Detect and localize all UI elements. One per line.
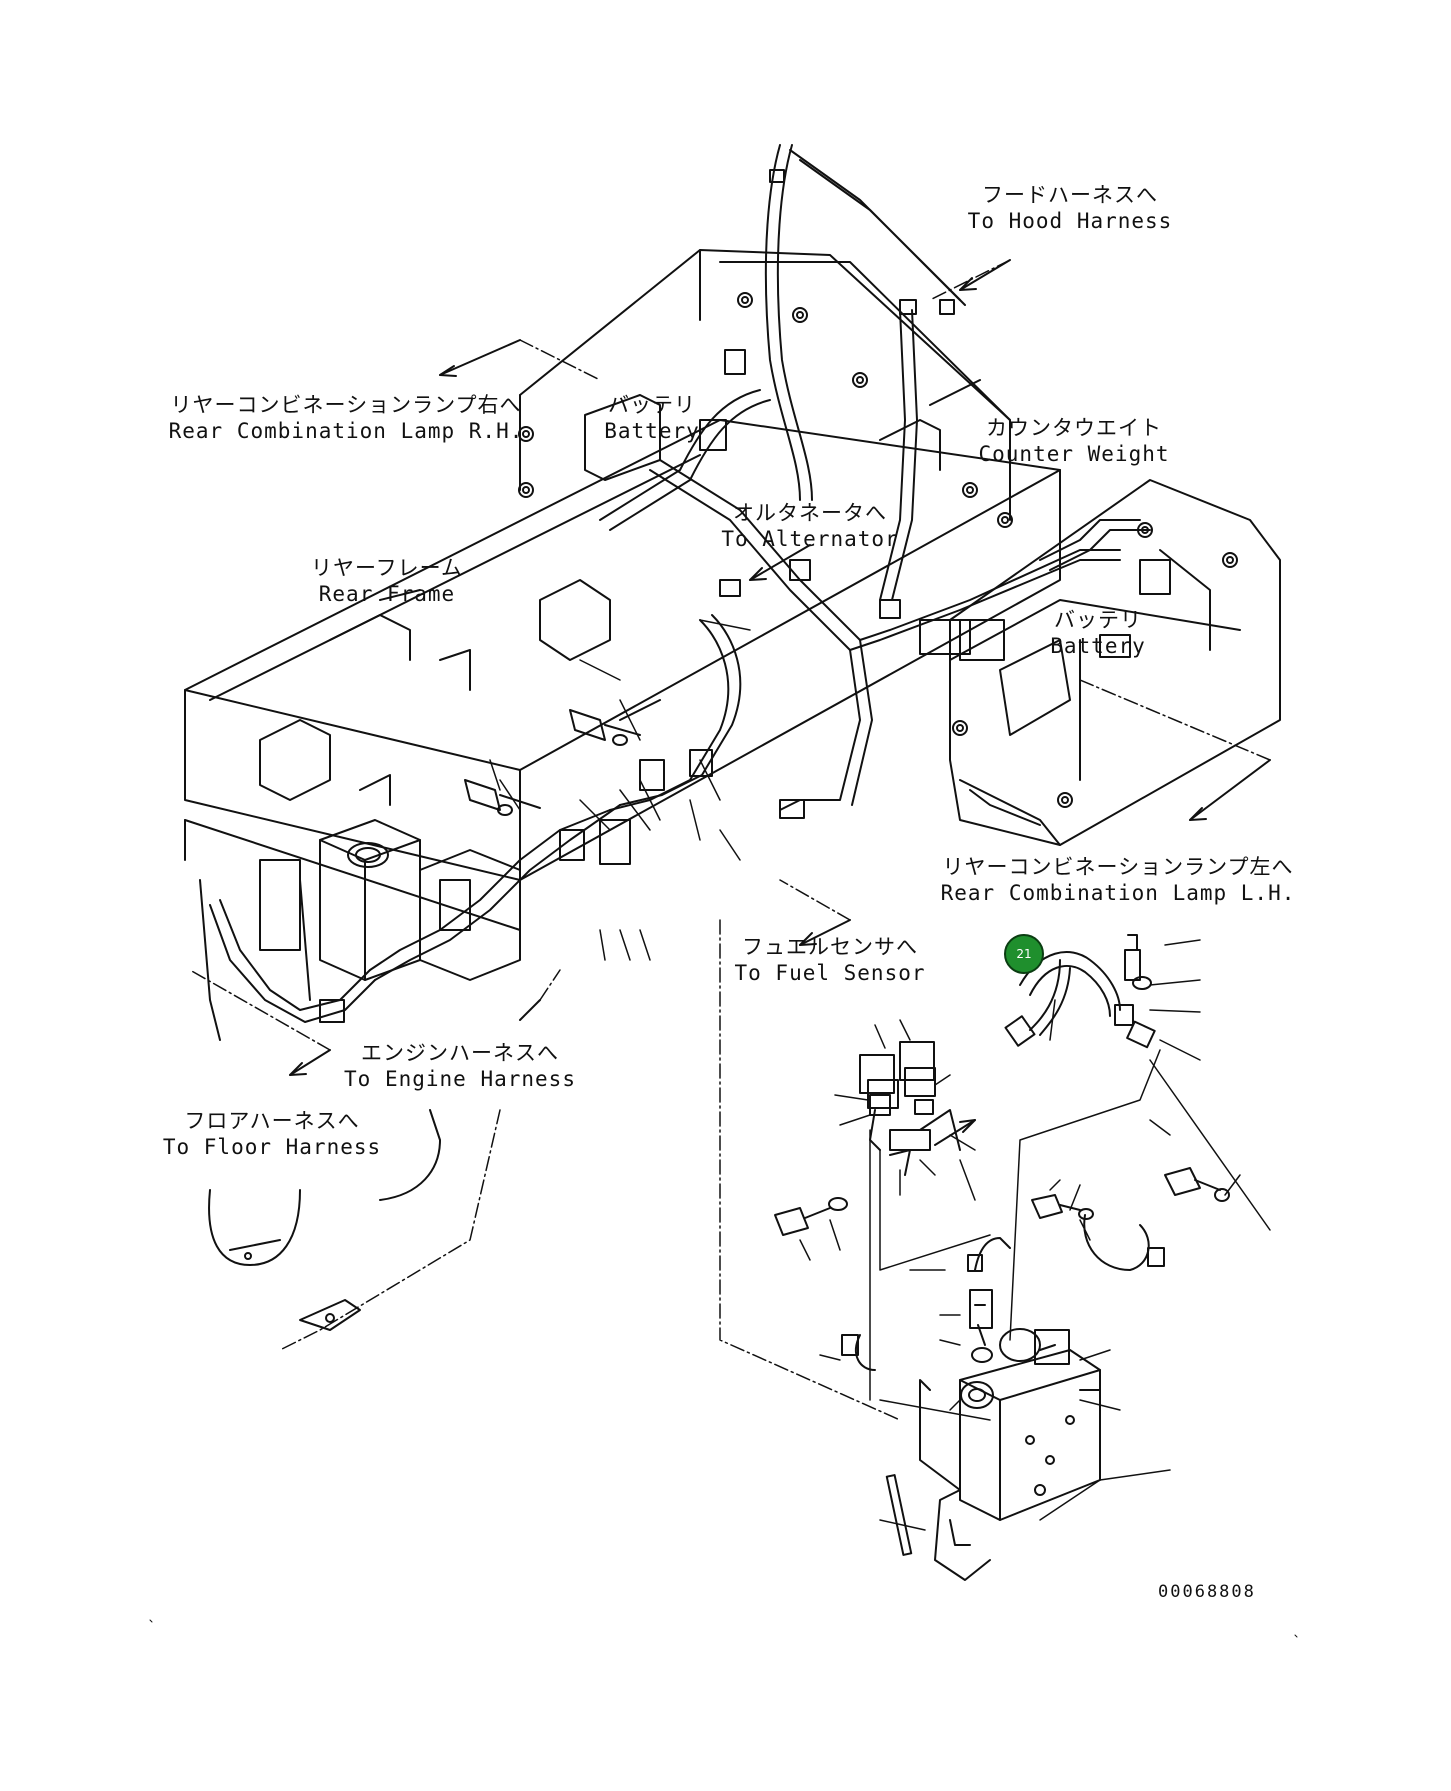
frame-bolts xyxy=(464,709,641,816)
rear-lamp-lh-label: リヤーコンビネーションランプ左へ Rear Combination Lamp L… xyxy=(941,854,1296,906)
lower-leaders xyxy=(799,939,1241,1531)
figure-number: 00068808 xyxy=(1158,1582,1256,1602)
floor-harness-label-en: To Floor Harness xyxy=(162,1135,382,1159)
fuel-sensor-label-en: To Fuel Sensor xyxy=(734,961,926,985)
lower-routing-lines xyxy=(869,1049,1271,1521)
counter-weight-label-en: Counter Weight xyxy=(978,442,1170,466)
hood-harness-label: フードハーネスへ To Hood Harness xyxy=(968,182,1173,234)
alternator-label: オルタネータへ To Alternator xyxy=(721,500,898,552)
battery-right-label-en: Battery xyxy=(1050,634,1146,658)
floor-harness-label-ja: フロアハーネスへ xyxy=(184,1109,360,1133)
rear-lamp-rh-label-en: Rear Combination Lamp R.H. xyxy=(168,419,524,443)
counter-weight-label-ja: カウンタウエイト xyxy=(985,416,1162,440)
floor-loose-cables xyxy=(208,1109,441,1331)
mounting-block xyxy=(319,819,521,981)
battery-relay-box xyxy=(959,1328,1101,1521)
crop-marks xyxy=(149,1619,1298,1638)
reference-lines xyxy=(189,259,1271,1421)
floor-harness-label: フロアハーネスへ To Floor Harness xyxy=(163,1108,381,1160)
battery-top-label: バッテリ Battery xyxy=(604,392,700,444)
counter-weight-label: カウンタウエイト Counter Weight xyxy=(978,415,1169,467)
rear-frame-label-ja: リヤーフレーム xyxy=(310,556,464,580)
engine-harness-label: エンジンハーネスへ To Engine Harness xyxy=(344,1040,576,1092)
engine-harness-label-ja: エンジンハーネスへ xyxy=(361,1041,559,1065)
leader-lines-main xyxy=(489,619,751,961)
fuel-sensor-label: フュエルセンサへ To Fuel Sensor xyxy=(734,934,925,986)
battery-right-label: バッテリ Battery xyxy=(1050,607,1146,659)
exploded-bolts-right xyxy=(774,934,1230,1236)
relay-group xyxy=(859,1041,976,1176)
rear-lamp-rh-label: リヤーコンビネーションランプ右へ Rear Combination Lamp R… xyxy=(169,392,524,444)
battery-top-label-en: Battery xyxy=(604,419,700,443)
rear-lamp-rh-label-ja: リヤーコンビネーションランプ右へ xyxy=(170,393,522,417)
relay-leaders xyxy=(834,1019,976,1201)
hood-harness-label-en: To Hood Harness xyxy=(967,209,1173,233)
engine-harness-label-en: To Engine Harness xyxy=(344,1067,576,1091)
battery-top-label-ja: バッテリ xyxy=(607,393,696,417)
small-cables-lower xyxy=(841,1214,1165,1371)
bracket-assembly xyxy=(885,1379,1101,1581)
hood-harness-label-ja: フードハーネスへ xyxy=(982,183,1158,207)
rear-frame-label: リヤーフレーム Rear Frame xyxy=(311,555,463,607)
part-callout-21[interactable]: 21 xyxy=(1004,934,1044,974)
alternator-label-ja: オルタネータへ xyxy=(733,501,887,525)
rear-lamp-lh-label-en: Rear Combination Lamp L.H. xyxy=(940,881,1296,905)
battery-right-label-ja: バッテリ xyxy=(1053,608,1142,632)
fuel-sensor-label-ja: フュエルセンサへ xyxy=(741,935,918,959)
harness-connectors xyxy=(259,169,1171,1023)
alternator-label-en: To Alternator xyxy=(721,527,899,551)
rear-frame-label-en: Rear Frame xyxy=(318,582,456,606)
counter-weight-lower xyxy=(949,479,1281,846)
rear-frame xyxy=(184,419,1061,1041)
rear-lamp-lh-label-ja: リヤーコンビネーションランプ左へ xyxy=(942,855,1294,879)
